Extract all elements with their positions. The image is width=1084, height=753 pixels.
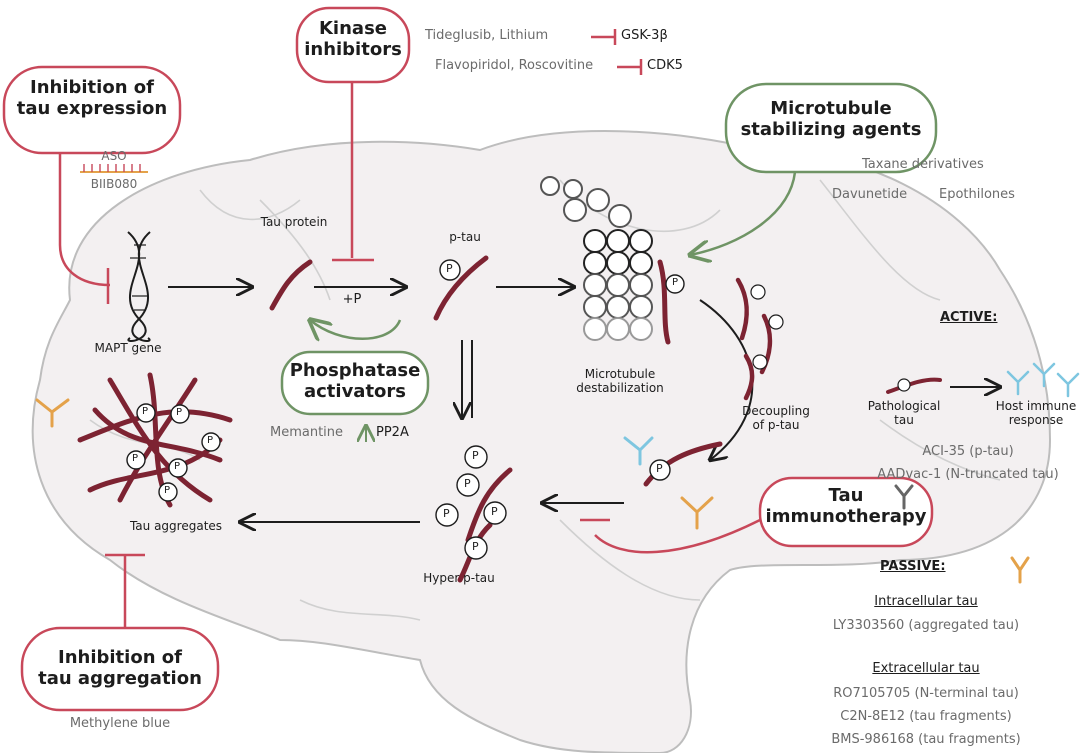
davunetide-label: Davunetide <box>832 187 908 202</box>
biib080-label: BIIB080 <box>90 177 138 191</box>
tau-protein-label: Tau protein <box>260 215 328 229</box>
p-symbol-agg-4: P <box>132 453 139 464</box>
decoupling-label: Decoupling of p-tau <box>742 404 810 432</box>
plus-p-label: +P <box>342 292 362 307</box>
box-text-aggregation: Inhibition of tau aggregation <box>38 647 202 689</box>
aso-label: ASO <box>101 149 127 163</box>
kinase-drugs-1: Tideglusib, Lithium <box>425 28 549 43</box>
methylene-blue-label: Methylene blue <box>69 716 171 731</box>
tau-protein-strand <box>269 259 313 311</box>
memantine-label: Memantine <box>270 425 344 440</box>
antibody-blue-icon <box>623 436 654 466</box>
arrow-dephosphorylation <box>310 320 402 339</box>
p-symbol-agg-1: P <box>142 406 149 417</box>
aso-strand <box>80 164 148 173</box>
box-label-phosphatase: Phosphatase activators <box>289 360 421 402</box>
host-response-label: Host immune response <box>995 399 1077 427</box>
arrow-microtubule-agents <box>690 171 797 255</box>
box-immunotherapy <box>758 476 934 548</box>
pp2a-label: PP2A <box>376 425 409 440</box>
antibody-gray-icon <box>894 484 914 510</box>
aggregate-phosphates <box>126 403 221 502</box>
taxane-label: Taxane derivatives <box>862 157 984 172</box>
active-heading: ACTIVE: <box>940 310 998 325</box>
kinase-drugs-2: Flavopiridol, Roscovitine <box>435 58 594 73</box>
gsk3b-label: GSK-3β <box>621 28 668 43</box>
box-label-aggregation: Inhibition of tau aggregation <box>38 647 202 689</box>
tau-aggregates-label: Tau aggregates <box>129 519 223 533</box>
c2n-label: C2N-8E12 (tau fragments) <box>840 709 1012 724</box>
box-label-tau-expression: Inhibition of tau expression <box>16 77 168 119</box>
p-symbol-microtubule: P <box>672 277 679 288</box>
epothilones-label: Epothilones <box>939 187 1015 202</box>
phosphate-circle <box>439 259 461 281</box>
p-symbol-extracellular: P <box>656 462 663 475</box>
cdk5-label: CDK5 <box>647 58 683 73</box>
ro-label: RO7105705 (N-terminal tau) <box>833 686 1019 701</box>
box-microtubule-agents <box>724 82 938 174</box>
box-text-phosphatase: Phosphatase activators <box>289 360 421 402</box>
microtubule-icon <box>540 176 653 341</box>
p-symbol-ptau: P <box>446 262 453 275</box>
p-symbol-agg-6: P <box>164 485 171 496</box>
dna-icon <box>127 231 151 342</box>
box-text-immunotherapy: Tau immunotherapy <box>765 485 927 527</box>
box-text-kinase: Kinase inhibitors <box>304 18 402 60</box>
decoupled-phosphates <box>750 284 784 370</box>
p-symbol-hyper-3: P <box>443 507 450 520</box>
passive-heading: PASSIVE: <box>880 559 946 574</box>
pathological-tau-label: Pathological tau <box>867 399 941 427</box>
aadvac-label: AADvac-1 (N-truncated tau) <box>877 467 1059 482</box>
inhibit-line-tau-expression <box>58 153 111 287</box>
hyper-ptau-label: Hyper p-tau <box>423 571 495 585</box>
box-aggregation <box>20 626 220 712</box>
p-symbol-hyper-4: P <box>491 505 498 518</box>
antibody-orange-icon <box>35 398 1030 584</box>
extracellular-heading: Extracellular tau <box>872 661 980 676</box>
mapt-gene-label: MAPT gene <box>94 341 162 355</box>
p-symbol-hyper-1: P <box>472 449 479 462</box>
box-tau-expression <box>2 65 182 155</box>
p-symbol-agg-2: P <box>176 407 183 418</box>
box-label-kinase: Kinase inhibitors <box>304 18 402 60</box>
microtubule-tau-strand <box>657 259 671 345</box>
ptau-label: p-tau <box>449 230 481 244</box>
microtubule-destab-label: Microtubule destabilization <box>576 367 664 395</box>
active-tau-strand <box>886 377 942 394</box>
p-symbol-agg-3: P <box>207 435 214 446</box>
ptau-strand <box>433 255 489 321</box>
p-symbol-agg-5: P <box>174 461 181 472</box>
active-phosphate <box>897 378 911 392</box>
box-text-tau-expression: Inhibition of tau expression <box>16 77 168 119</box>
antibody-response-icons <box>1006 362 1080 398</box>
extracellular-tau-strand <box>643 441 723 487</box>
p-symbol-hyper-5: P <box>472 540 479 553</box>
hyper-phosphates <box>435 445 507 560</box>
box-label-microtubule-agents: Microtubule stabilizing agents <box>740 98 922 140</box>
inhibit-line-immunotherapy <box>594 518 761 554</box>
ly-label: LY3303560 (aggregated tau) <box>832 618 1020 633</box>
box-label-immunotherapy: Tau immunotherapy <box>765 485 927 527</box>
p-symbol-hyper-2: P <box>464 477 471 490</box>
intracellular-heading: Intracellular tau <box>874 594 978 609</box>
bms-label: BMS-986168 (tau fragments) <box>831 732 1021 747</box>
aci35-label: ACI-35 (p-tau) <box>922 444 1014 459</box>
box-phosphatase <box>280 350 430 416</box>
extracellular-phosphate <box>649 459 671 481</box>
microtubule-phosphate <box>665 274 685 294</box>
box-text-microtubule-agents: Microtubule stabilizing agents <box>740 98 922 140</box>
